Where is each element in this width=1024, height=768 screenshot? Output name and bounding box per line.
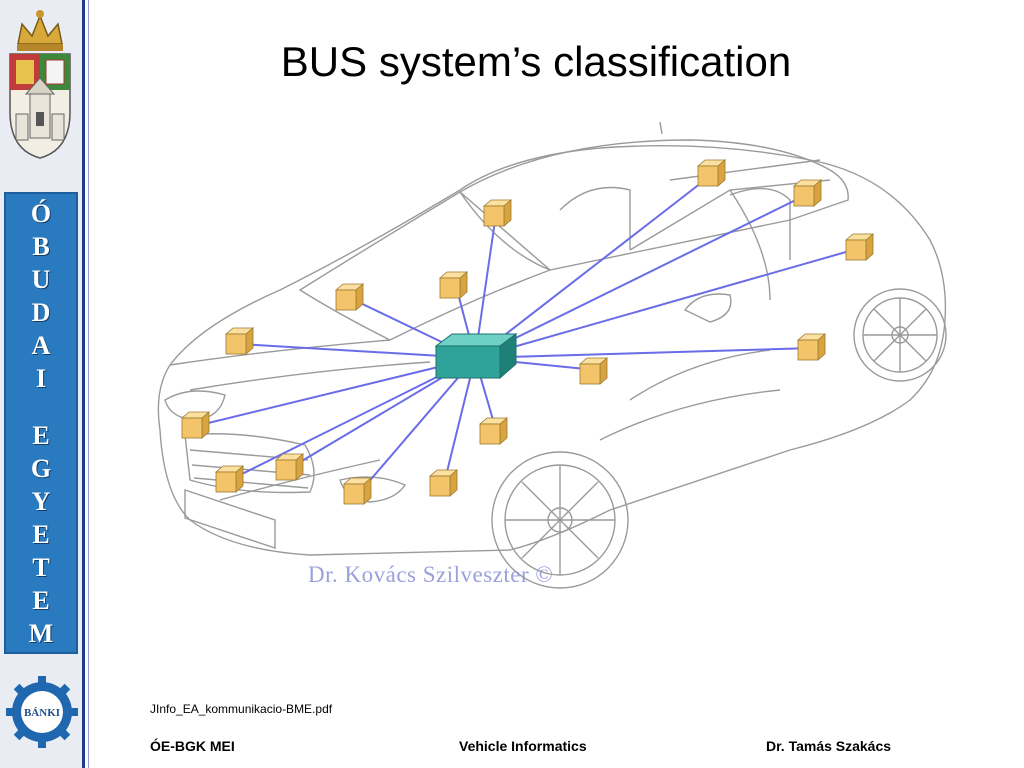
sidebar-divider [82,0,85,768]
ecu-node [343,477,372,505]
banner-letter: M [28,618,54,648]
ecu-node [793,179,822,207]
ecu-node [845,233,874,261]
banki-logo-text: BÁNKI [24,707,60,719]
banner-letter: E [32,585,50,615]
banner-letter: Y [31,486,51,516]
city-crest-logo [2,2,78,162]
footer-author: Dr. Tamás Szakács [766,738,892,754]
sidebar: Ó B U D A I E G Y E T E M B [0,0,82,768]
banner-letter: U [31,264,51,294]
banner-letter: A [31,330,51,360]
banner-letter: E [32,420,50,450]
banki-gear-logo: BÁNKI [4,674,80,750]
ecu-node [439,271,468,299]
banner-letter: D [31,297,51,327]
footer-course: Vehicle Informatics [459,738,587,754]
car-outline [157,121,947,589]
footer-department: ÓE-BGK MEI [150,738,235,754]
ecu-node [697,159,726,187]
banner-letter: E [32,519,50,549]
ecu-node [181,411,210,439]
source-reference: JInfo_EA_kommunikacio-BME.pdf [150,702,333,716]
ecu-node [275,453,304,481]
image-credit: Dr. Kovács Szilveszter © [308,562,554,587]
banner-letter: I [35,363,47,393]
sidebar-divider-thin [88,0,89,768]
ecu-node [215,465,244,493]
university-name-banner: Ó B U D A I E G Y E T E M [4,192,78,654]
ecu-node [429,469,458,497]
ecu-node [335,283,364,311]
ecu-node [225,327,254,355]
bus-lines [195,175,861,493]
slide-title: BUS system’s classification [280,38,792,85]
central-gateway-hub [434,333,518,380]
car-bus-network-illustration [130,100,960,610]
ecu-node [797,333,826,361]
ecu-node [479,417,508,445]
ecu-node [579,357,608,385]
banner-letter: B [32,231,50,261]
banner-letter: Ó [30,198,52,228]
banner-letter: G [30,453,52,483]
banner-letter: T [32,552,50,582]
ecu-node [483,199,512,227]
